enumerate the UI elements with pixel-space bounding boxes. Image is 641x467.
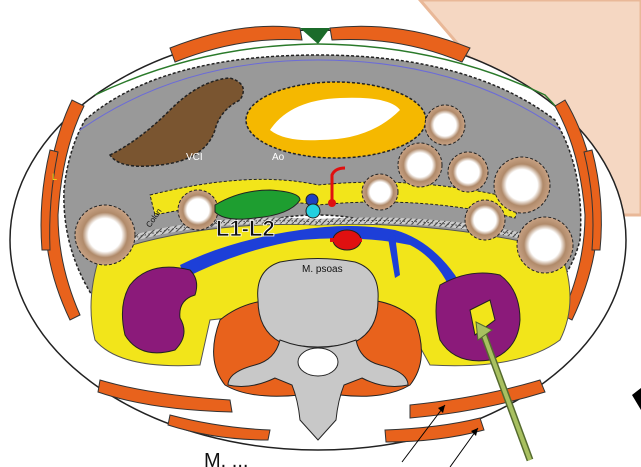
bottom-label: M. ... [204, 450, 248, 467]
level-label: L1-L2 [216, 216, 275, 241]
spinal-canal [298, 348, 338, 376]
mesenteric-artery-dot [328, 199, 336, 207]
side-mark: L [52, 172, 57, 182]
vci-label: VCI [186, 152, 203, 163]
psoas-label: M. psoas [302, 264, 343, 275]
mesenteric-vessel-cyan [306, 204, 320, 218]
arrow-marker [632, 388, 641, 410]
ao-label: Ao [272, 152, 285, 163]
